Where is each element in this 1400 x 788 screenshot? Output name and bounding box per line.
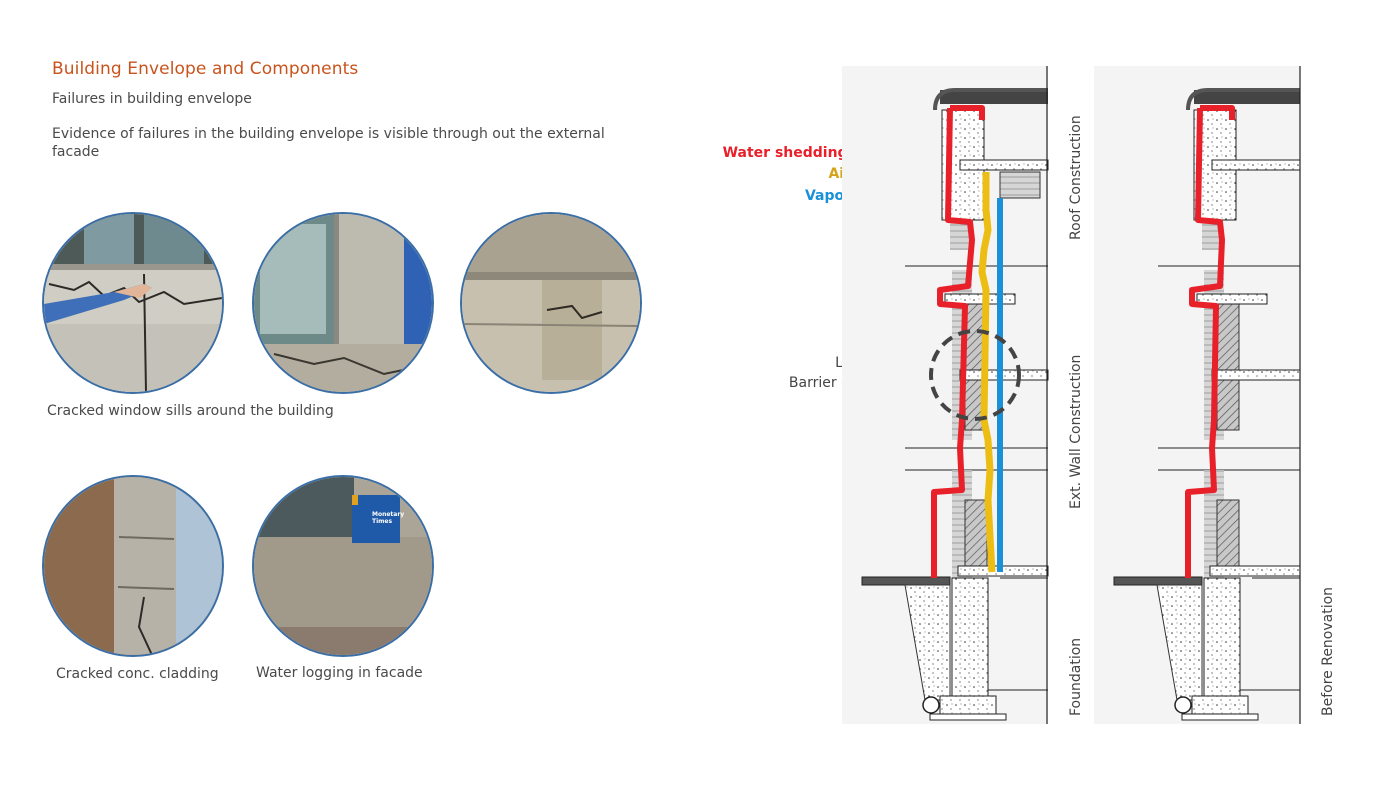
section-proposed — [861, 88, 1049, 721]
intro-paragraph: Evidence of failures in the building env… — [52, 126, 605, 160]
label-before-renovation: Before Renovation — [1320, 586, 1336, 716]
page-subtitle: Failures in building envelope — [52, 91, 252, 107]
caption-water-logging: Water logging in facade — [256, 665, 423, 681]
label-foundation: Foundation — [1068, 637, 1084, 716]
photo-cracked-cladding — [42, 475, 224, 657]
photo-cracked-sill-3 — [460, 212, 642, 394]
photo-cracked-sill-1 — [42, 212, 224, 394]
section-before-renovation — [1113, 88, 1301, 721]
label-wall-construction: Ext. Wall Construction — [1068, 354, 1084, 509]
caption-cracked-cladding: Cracked conc. cladding — [56, 666, 219, 682]
wall-section-diagram — [842, 66, 1301, 724]
photo-cracked-sill-2 — [252, 212, 434, 394]
photo-water-logging: Monetary Times — [252, 475, 434, 657]
label-roof-construction: Roof Construction — [1068, 115, 1084, 240]
sign-text: Monetary Times — [372, 511, 405, 525]
caption-cracked-sills: Cracked window sills around the building — [47, 403, 334, 419]
page-title: Building Envelope and Components — [52, 59, 359, 79]
